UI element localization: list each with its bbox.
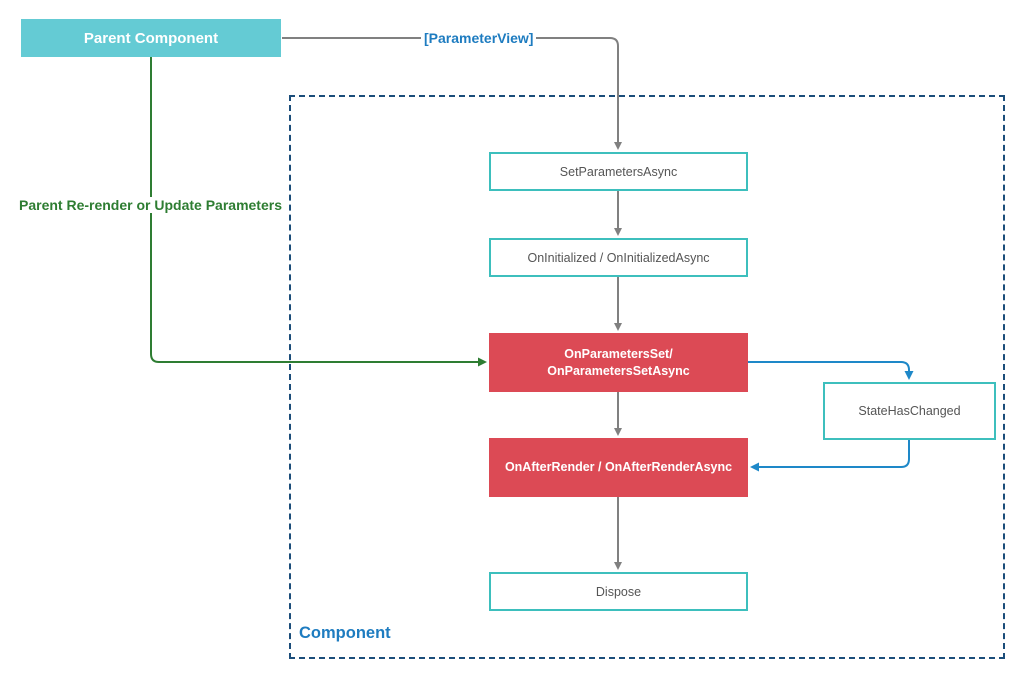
set-parameters-async-node: SetParametersAsync [489,152,748,191]
state-has-changed-label: StateHasChanged [858,404,961,418]
state-has-changed-node: StateHasChanged [823,382,996,440]
on-parameters-set-label-line2: OnParametersSetAsync [547,363,690,378]
rerender-label: Parent Re-render or Update Parameters [16,197,285,213]
on-parameters-set-label-line1: OnParametersSet/ [564,346,673,361]
parameter-view-connector [282,37,622,150]
on-parameters-set-node: OnParametersSet/ OnParametersSetAsync [489,333,748,392]
rerender-connector [150,57,487,367]
on-after-render-label: OnAfterRender / OnAfterRenderAsync [504,460,733,474]
dispose-label: Dispose [595,584,642,599]
to-state-has-changed-connector [748,361,914,380]
parent-component-node: Parent Component [21,19,281,57]
on-initialized-node: OnInitialized / OnInitializedAsync [489,238,748,277]
parent-component-label: Parent Component [83,29,219,47]
on-after-render-node: OnAfterRender / OnAfterRenderAsync [489,438,748,497]
set-parameters-async-label: SetParametersAsync [559,164,678,179]
on-initialized-label: OnInitialized / OnInitializedAsync [527,250,710,265]
parameter-view-label: [ParameterView] [421,30,537,46]
component-boundary [289,95,1005,659]
component-label: Component [299,624,391,642]
state-has-changed-to-after-render-connector [750,440,910,472]
dispose-node: Dispose [489,572,748,611]
